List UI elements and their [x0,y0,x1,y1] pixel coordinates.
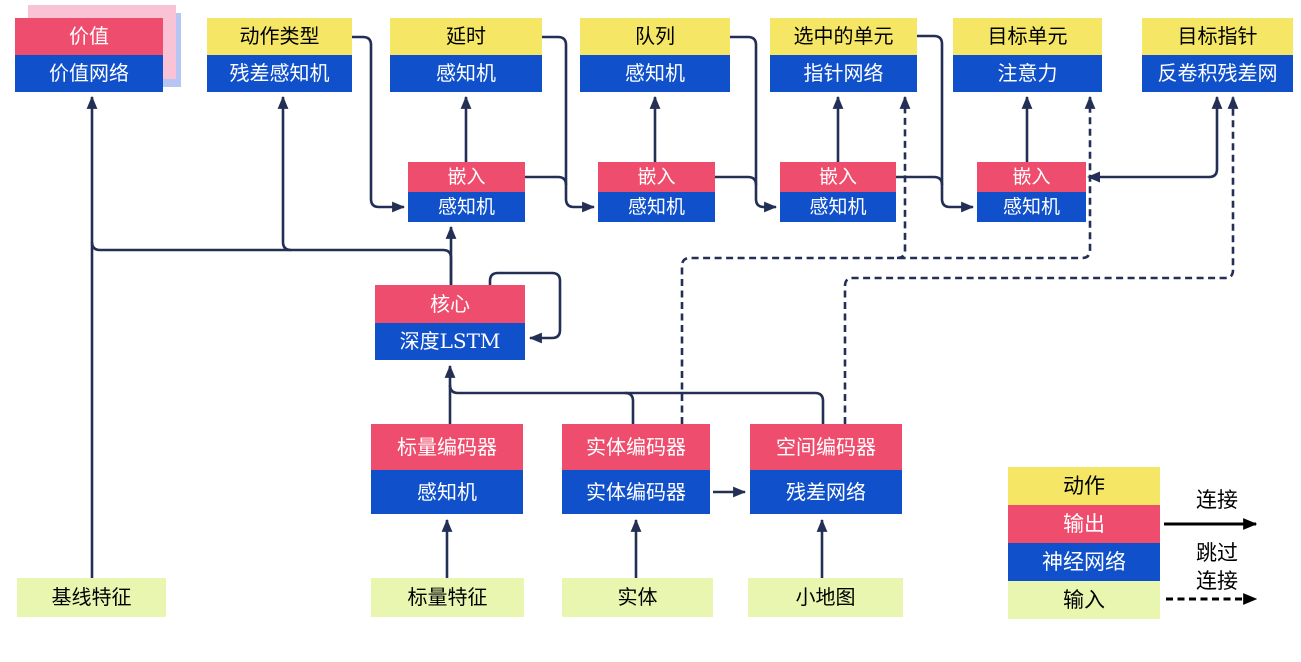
node-top-label: 空间编码器 [750,424,902,470]
legend-item-output: 输出 [1008,505,1160,543]
node-delay: 延时感知机 [390,18,542,92]
node-top-label: 目标单元 [953,18,1102,55]
node-embed-4: 嵌入感知机 [977,162,1086,222]
node-label: 标量特征 [371,578,524,617]
node-bottom-label: 感知机 [598,192,715,222]
node-top-label: 价值 [15,18,163,55]
node-label: 实体 [562,578,713,617]
node-bottom-label: 感知机 [780,192,896,222]
node-top-label: 动作类型 [207,18,352,55]
node-top-label: 队列 [580,18,730,55]
node-top-label: 核心 [375,285,525,323]
legend-item-network: 神经网络 [1008,543,1160,581]
legend-skip-label-line1: 跳过 [1196,541,1238,565]
node-top-label: 嵌入 [780,162,896,192]
solid-connections [86,34,1223,578]
node-bottom-label: 注意力 [953,55,1102,92]
node-minimap: 小地图 [748,578,903,617]
node-bottom-label: 指针网络 [770,55,917,92]
node-bottom-label: 感知机 [371,470,523,514]
node-target-pointer: 目标指针反卷积残差网 [1142,18,1293,92]
node-bottom-label: 感知机 [977,192,1086,222]
node-embed-2: 嵌入感知机 [598,162,715,222]
node-baseline-features: 基线特征 [17,578,166,617]
legend-skip-label-line2: 连接 [1196,569,1238,593]
skip-connections [680,95,1239,424]
legend: 动作 输出 神经网络 输入 [1008,467,1160,619]
node-top-label: 嵌入 [977,162,1086,192]
node-bottom-label: 残差网络 [750,470,902,514]
legend-item-input: 输入 [1008,581,1160,619]
node-target-unit: 目标单元注意力 [953,18,1102,92]
node-top-label: 嵌入 [408,162,525,192]
node-label: 小地图 [748,578,903,617]
node-bottom-label: 感知机 [408,192,525,222]
node-scalar-features: 标量特征 [371,578,524,617]
node-entities: 实体 [562,578,713,617]
node-bottom-label: 深度LSTM [375,323,525,360]
node-entity-encoder: 实体编码器实体编码器 [562,424,710,514]
node-top-label: 延时 [390,18,542,55]
legend-connection-label: 连接 [1196,488,1238,512]
node-bottom-label: 感知机 [390,55,542,92]
node-bottom-label: 残差感知机 [207,55,352,92]
node-top-label: 标量编码器 [371,424,523,470]
node-bottom-label: 价值网络 [15,55,163,92]
node-embed-3: 嵌入感知机 [780,162,896,222]
node-top-label: 目标指针 [1142,18,1293,55]
node-scalar-encoder: 标量编码器感知机 [371,424,523,514]
node-top-label: 选中的单元 [770,18,917,55]
node-top-label: 嵌入 [598,162,715,192]
node-spatial-encoder: 空间编码器残差网络 [750,424,902,514]
node-bottom-label: 实体编码器 [562,470,710,514]
legend-item-action: 动作 [1008,467,1160,505]
node-queue: 队列感知机 [580,18,730,92]
node-selected-units: 选中的单元指针网络 [770,18,917,92]
node-bottom-label: 感知机 [580,55,730,92]
node-top-label: 实体编码器 [562,424,710,470]
legend-arrows [1164,518,1258,605]
node-action-type: 动作类型残差感知机 [207,18,352,92]
node-bottom-label: 反卷积残差网 [1142,55,1293,92]
node-value: 价值价值网络 [15,18,163,92]
node-label: 基线特征 [17,578,166,617]
node-core: 核心深度LSTM [375,285,525,360]
node-embed-1: 嵌入感知机 [408,162,525,222]
